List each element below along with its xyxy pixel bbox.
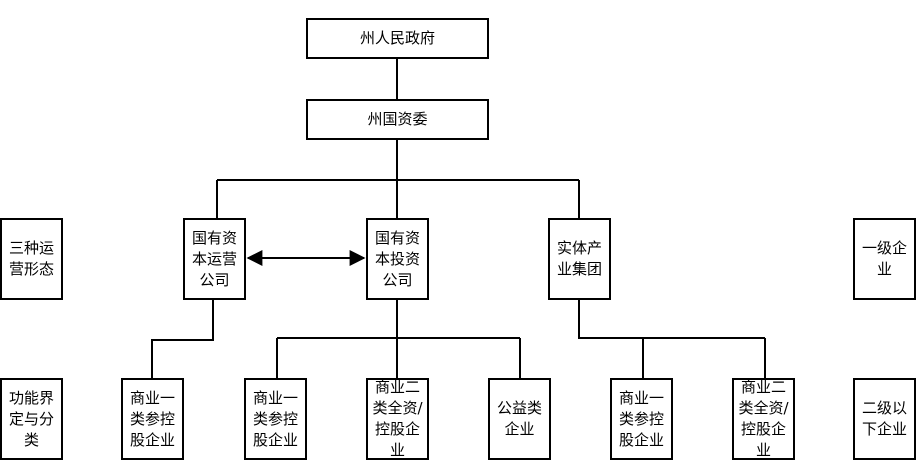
capital-operation-box: 国有资本运营公司 (183, 218, 246, 300)
capital-investment-box: 国有资本投资公司 (366, 218, 429, 300)
sasac-box: 州国资委 (306, 99, 489, 140)
capital-operation-label: 国有资本运营公司 (191, 228, 237, 289)
first-level-label: 一级企业 (861, 239, 907, 278)
function-definition-label: 功能界定与分类 (8, 388, 54, 449)
first-level-box: 一级企业 (853, 218, 916, 300)
second-level-label: 二级以下企业 (861, 399, 907, 438)
three-forms-label: 三种运营形态 (8, 239, 54, 278)
op-commercial-1-box: 商业一类参控股企业 (121, 378, 184, 460)
three-forms-box: 三种运营形态 (0, 218, 63, 300)
inv-commercial-1-box: 商业一类参控股企业 (244, 378, 307, 460)
grp-commercial-1-box: 商业一类参控股企业 (610, 378, 673, 460)
op-commercial-1-label: 商业一类参控股企业 (129, 388, 175, 449)
grp-commercial-1-label: 商业一类参控股企业 (618, 388, 664, 449)
government-label: 州人民政府 (359, 29, 435, 47)
inv-commercial-2-box: 商业二类全资/控股企业 (366, 378, 429, 460)
government-box: 州人民政府 (306, 18, 489, 59)
function-definition-box: 功能界定与分类 (0, 378, 63, 460)
inv-commercial-1-label: 商业一类参控股企业 (252, 388, 298, 449)
capital-investment-label: 国有资本投资公司 (374, 228, 420, 289)
industry-group-label: 实体产业集团 (556, 239, 602, 278)
grp-commercial-2-box: 商业二类全资/控股企业 (732, 378, 795, 460)
inv-public-welfare-box: 公益类企业 (488, 378, 551, 460)
second-level-box: 二级以下企业 (853, 378, 916, 460)
industry-group-box: 实体产业集团 (548, 218, 611, 300)
inv-public-welfare-label: 公益类企业 (496, 399, 542, 438)
inv-commercial-2-label: 商业二类全资/控股企业 (372, 378, 423, 459)
connector-operation-child (151, 298, 214, 378)
grp-commercial-2-label: 商业二类全资/控股企业 (738, 378, 789, 459)
connector-group-down (578, 298, 643, 339)
sasac-label: 州国资委 (367, 110, 428, 128)
